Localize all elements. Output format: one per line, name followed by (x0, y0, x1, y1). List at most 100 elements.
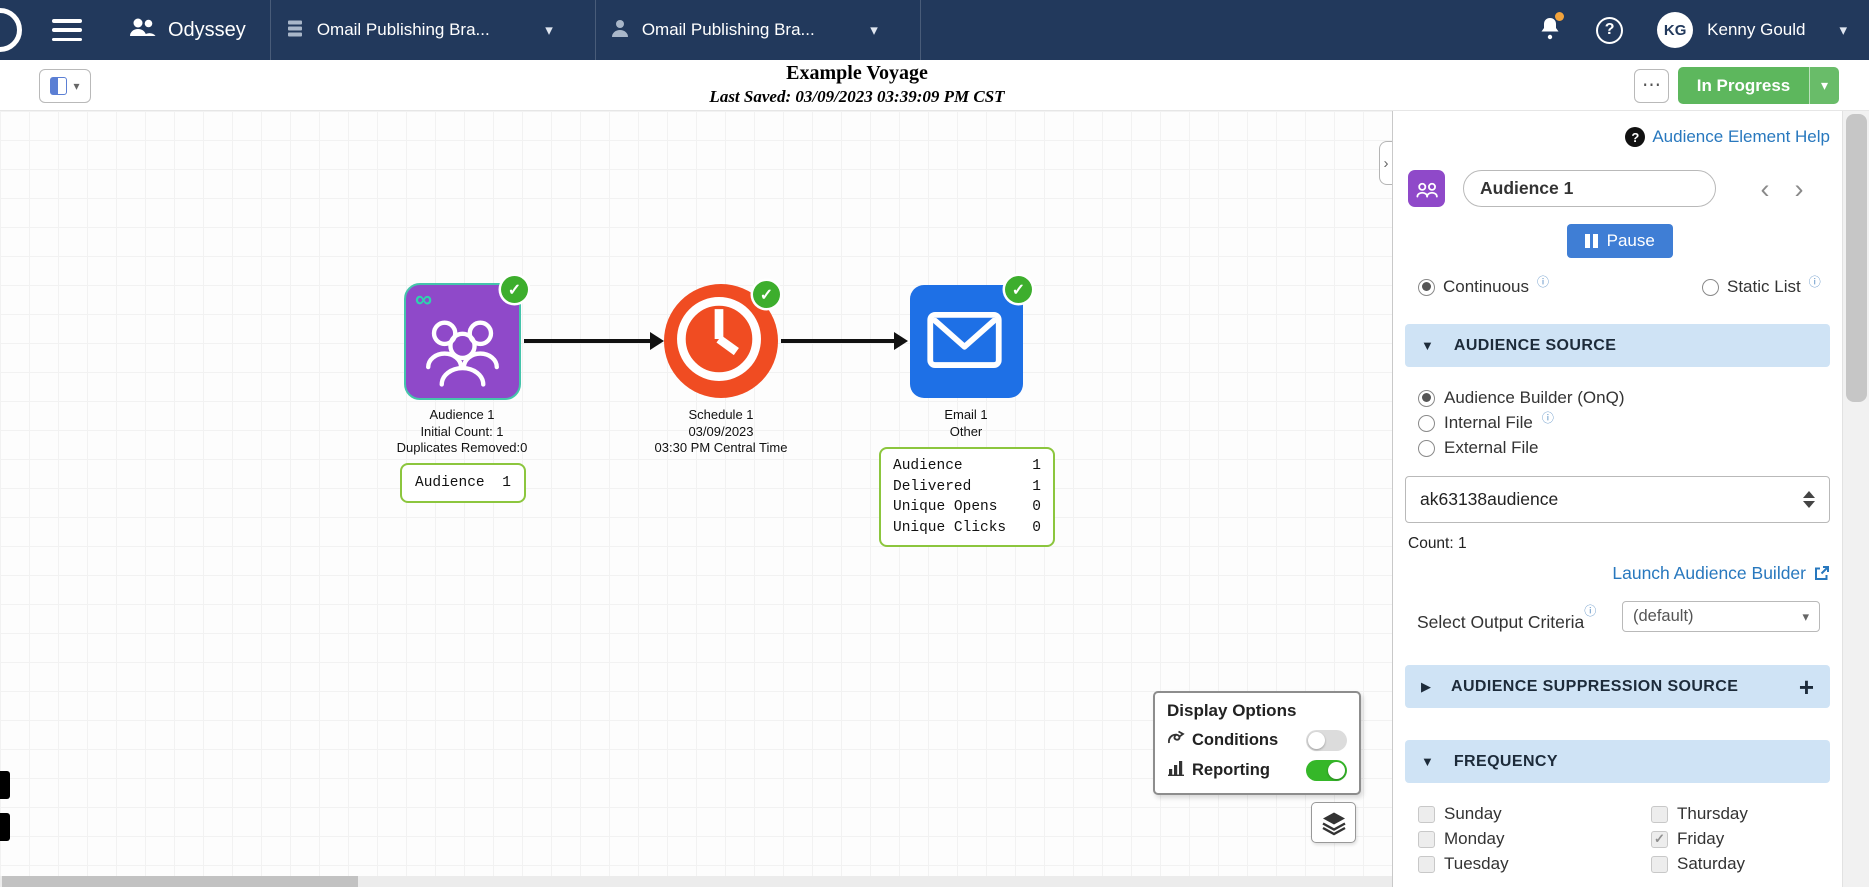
envelope-icon (927, 312, 1002, 368)
stat-value: 0 (1032, 499, 1041, 516)
pause-label: Pause (1606, 231, 1655, 250)
app-name: Odyssey (168, 18, 246, 41)
clipped-canvas-element (0, 771, 10, 799)
conditions-toggle[interactable] (1306, 730, 1347, 751)
internal-file-radio[interactable] (1418, 414, 1435, 432)
stat-value: 1 (1032, 458, 1041, 475)
connector-arrowhead (650, 332, 664, 350)
chevron-down-icon: ▾ (545, 22, 553, 39)
horizontal-scrollbar[interactable] (0, 876, 1392, 887)
day-option-saturday[interactable]: Saturday (1651, 854, 1745, 874)
people-icon (128, 16, 156, 44)
workspace-dropdown[interactable]: Omail Publishing Bra... ▾ (271, 0, 571, 60)
success-check-icon: ✓ (753, 281, 780, 308)
info-icon[interactable]: ⓘ (1584, 604, 1597, 618)
stat-row: Audience 1 (893, 458, 1041, 474)
thursday-checkbox[interactable] (1651, 805, 1668, 823)
suppression-source-section-header[interactable]: ▶ AUDIENCE SUPPRESSION SOURCE + (1405, 665, 1830, 708)
conditions-icon (1167, 730, 1185, 751)
view-options-button[interactable]: ▾ (39, 69, 91, 103)
more-options-button[interactable]: ⋯ (1634, 69, 1669, 103)
person-icon (610, 18, 630, 43)
email-node-type: Other (949, 423, 983, 439)
schedule-date: 03/09/2023 (688, 423, 754, 439)
tuesday-checkbox[interactable] (1418, 855, 1435, 873)
stat-value: 1 (502, 475, 511, 491)
day-option-monday[interactable]: Monday (1418, 829, 1504, 849)
internal-file-option[interactable]: Internal File ⓘ (1418, 411, 1554, 433)
audience-initial-count: Initial Count: 1 (420, 423, 504, 439)
continuous-option[interactable]: Continuous ⓘ (1418, 275, 1549, 297)
expand-down-icon: ▼ (1421, 338, 1434, 353)
email-node-labels: Email 1 Other (846, 407, 1086, 440)
user-avatar[interactable]: KG (1657, 12, 1694, 48)
reporting-label: Reporting (1192, 761, 1270, 779)
email-element-node[interactable]: ✓ (910, 276, 1032, 398)
audience-builder-radio[interactable] (1418, 389, 1435, 407)
launch-audience-builder-link[interactable]: Launch Audience Builder (1612, 563, 1830, 584)
day-option-thursday[interactable]: Thursday (1651, 804, 1748, 824)
day-option-sunday[interactable]: Sunday (1418, 804, 1502, 824)
user-chevron-down-icon[interactable]: ▾ (1839, 22, 1847, 39)
info-icon[interactable]: ⓘ (1808, 274, 1821, 289)
external-file-option[interactable]: External File (1418, 438, 1538, 458)
continuous-radio[interactable] (1418, 278, 1435, 296)
account-dropdown[interactable]: Omail Publishing Bra... ▾ (596, 0, 896, 60)
account-dropdown-label: Omail Publishing Bra... (641, 20, 815, 39)
audience-builder-label: Audience Builder (OnQ) (1444, 388, 1625, 407)
select-sort-icon (1803, 491, 1815, 508)
notification-dot (1555, 11, 1565, 21)
next-element-button[interactable]: › (1785, 170, 1813, 207)
pause-button[interactable]: Pause (1567, 224, 1673, 258)
audience-select[interactable]: ak63138audience (1405, 476, 1830, 523)
monday-checkbox[interactable] (1418, 830, 1435, 848)
day-label: Saturday (1677, 854, 1746, 873)
audience-element-help-link[interactable]: ? Audience Element Help (1625, 127, 1830, 147)
info-icon[interactable]: ⓘ (1537, 274, 1550, 289)
notifications-bell-icon[interactable] (1538, 11, 1565, 46)
schedule-element-node[interactable]: ✓ (664, 281, 780, 398)
stat-label: Audience (893, 458, 963, 475)
stack-icon (285, 18, 305, 43)
status-button[interactable]: In Progress ▾ (1678, 67, 1839, 104)
saturday-checkbox[interactable] (1651, 855, 1668, 873)
friday-checkbox[interactable]: ✓ (1651, 830, 1668, 848)
audience-people-icon (426, 320, 499, 387)
add-suppression-button[interactable]: + (1798, 671, 1814, 702)
reporting-toggle[interactable] (1306, 760, 1347, 781)
help-icon[interactable]: ? (1596, 16, 1624, 44)
info-icon[interactable]: ⓘ (1541, 410, 1554, 425)
day-option-friday[interactable]: ✓ Friday (1651, 829, 1724, 849)
audience-element-node[interactable]: ∞ ✓ (404, 276, 528, 400)
external-file-radio[interactable] (1418, 439, 1435, 457)
app-brand[interactable]: Odyssey (128, 16, 246, 44)
audience-builder-option[interactable]: Audience Builder (OnQ) (1418, 388, 1624, 408)
conditions-row: Conditions (1167, 730, 1347, 751)
vertical-scrollbar[interactable] (1842, 111, 1869, 887)
day-option-tuesday[interactable]: Tuesday (1418, 854, 1509, 874)
list-mode-options: Continuous ⓘ Static List ⓘ (1418, 275, 1830, 299)
voyage-canvas[interactable]: ∞ ✓ (0, 111, 1392, 887)
external-file-label: External File (1444, 438, 1539, 457)
panel-collapse-handle[interactable]: › (1379, 141, 1392, 185)
status-label: In Progress (1696, 75, 1791, 95)
sunday-checkbox[interactable] (1418, 805, 1435, 823)
audience-source-section-header[interactable]: ▼ AUDIENCE SOURCE (1405, 324, 1830, 367)
static-list-option[interactable]: Static List ⓘ (1702, 275, 1821, 297)
user-name: Kenny Gould (1707, 20, 1806, 39)
previous-element-button[interactable]: ‹ (1751, 170, 1779, 207)
stat-row: Unique Clicks 0 (893, 520, 1041, 536)
layers-button[interactable] (1311, 802, 1356, 843)
launch-link-label: Launch Audience Builder (1612, 563, 1806, 583)
output-criteria-select[interactable]: (default) ▾ (1622, 601, 1820, 632)
status-chevron-down-icon[interactable]: ▾ (1809, 67, 1839, 104)
help-link-label: Audience Element Help (1652, 127, 1830, 146)
horizontal-scrollbar-thumb[interactable] (2, 876, 358, 887)
frequency-section-header[interactable]: ▼ FREQUENCY (1405, 740, 1830, 783)
element-name-input[interactable] (1463, 170, 1716, 207)
panel-layout-icon (50, 77, 68, 95)
static-list-radio[interactable] (1702, 278, 1719, 296)
hamburger-menu-icon[interactable] (52, 19, 82, 41)
vertical-scrollbar-thumb[interactable] (1846, 114, 1867, 402)
main-area: ∞ ✓ (0, 111, 1869, 887)
